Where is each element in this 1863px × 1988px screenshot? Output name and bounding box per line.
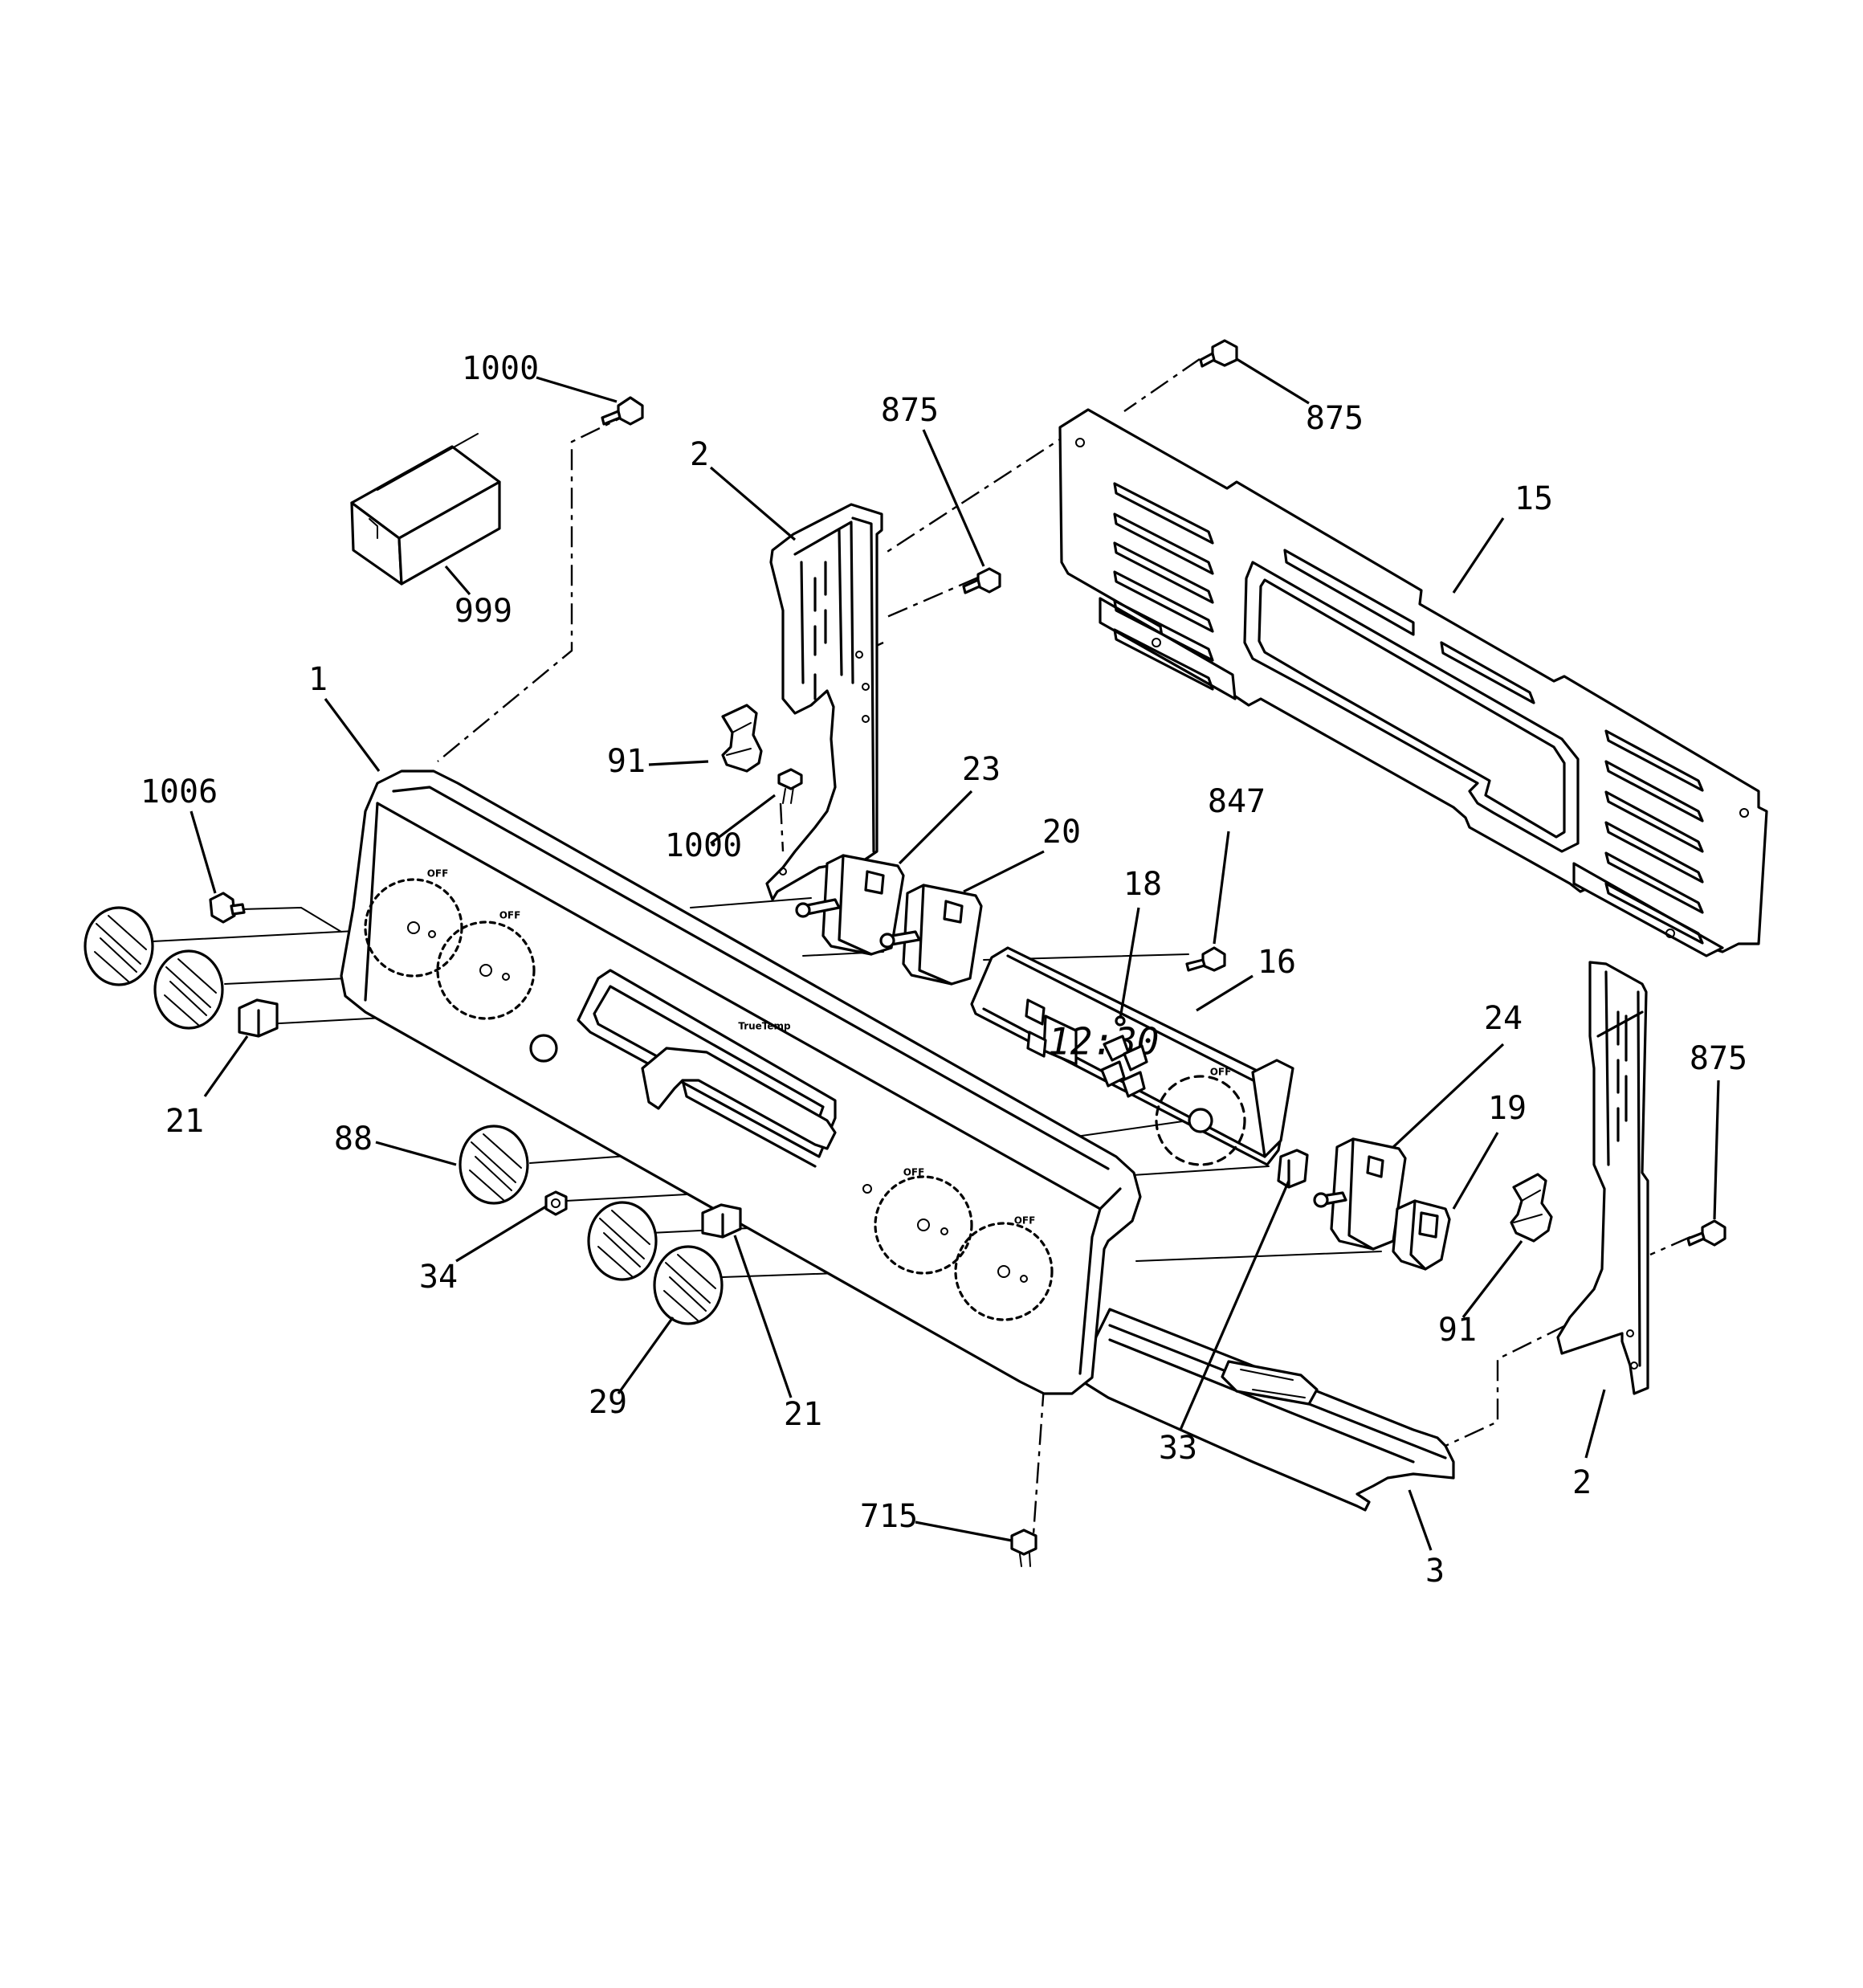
rocker-switch-21-mid [701,1203,742,1239]
callout-1006: 1006 [141,774,218,810]
side-bracket-right-2 [1556,961,1649,1395]
rocker-switch-21-left [238,998,279,1038]
callout-15: 15 [1514,480,1553,517]
leader-lines [190,357,1720,1551]
switch-23 [795,854,905,956]
knob-88 [459,1125,529,1205]
callout-1: 1 [308,661,328,698]
panel-label: OFF [1014,1215,1036,1227]
callout-20: 20 [1042,814,1081,851]
callout-91-right: 91 [1438,1312,1477,1349]
callout-3: 3 [1425,1553,1445,1590]
knob-left-2 [153,949,224,1030]
knob-left-1 [84,906,154,986]
callout-2-right: 2 [1572,1464,1592,1501]
board-label: OFF [1210,1067,1232,1078]
knob-29 [653,1245,724,1325]
callout-21-left: 21 [165,1103,204,1140]
panel-label: OFF [499,910,521,921]
screw-875-top [1199,339,1238,368]
callout-999: 999 [455,593,512,630]
callout-33: 33 [1159,1430,1197,1467]
switch-24 [1313,1137,1407,1251]
trim-3 [1074,1308,1455,1512]
screw-1006 [209,892,246,924]
clip-left-91 [721,704,763,773]
relay-19 [1392,1199,1451,1271]
callout-875-top-right: 875 [1306,400,1364,437]
screw-1000-mid [777,768,803,804]
switch-20 [879,884,983,986]
panel-label: OFF [427,868,449,880]
panel-label: OFF [903,1167,925,1178]
callouts: 1000 875 875 2 15 999 1 91 1000 23 1006 … [141,350,1747,1590]
callout-847: 847 [1208,783,1266,820]
callout-91-left: 91 [607,743,646,780]
control-board-16: 12:30 OFF [970,946,1294,1166]
screw-847 [1185,946,1226,972]
screw-875-right [1686,1219,1726,1247]
callout-29: 29 [589,1384,627,1421]
callout-23: 23 [962,751,1001,788]
side-bracket-left-2 [765,503,883,901]
callout-21-mid: 21 [784,1396,822,1433]
callout-2-left: 2 [690,436,709,473]
callout-18: 18 [1123,866,1162,903]
box-999 [350,433,501,586]
callout-875-mid: 875 [881,392,939,429]
rear-panel-15 [1058,408,1768,957]
control-panel-1: OFF OFF OFF OFF TrueTemp [340,769,1142,1395]
callout-875-right: 875 [1690,1040,1747,1077]
knob-mid [587,1201,658,1281]
switch-33 [1277,1149,1309,1189]
callout-24: 24 [1484,1000,1523,1037]
callout-19: 19 [1488,1090,1527,1127]
screw-1000-top [601,396,644,426]
callout-34: 34 [419,1259,458,1296]
screw-715 [1010,1529,1037,1567]
callout-715: 715 [860,1498,918,1535]
clip-right-91 [1510,1173,1553,1243]
callout-16: 16 [1258,944,1296,981]
panel-label: TrueTemp [738,1021,791,1032]
callout-88: 88 [334,1121,373,1157]
screw-875-mid [962,567,1001,594]
callout-1000-mid: 1000 [665,827,742,864]
callout-1000-top: 1000 [462,350,539,387]
nut-34 [544,1190,568,1216]
